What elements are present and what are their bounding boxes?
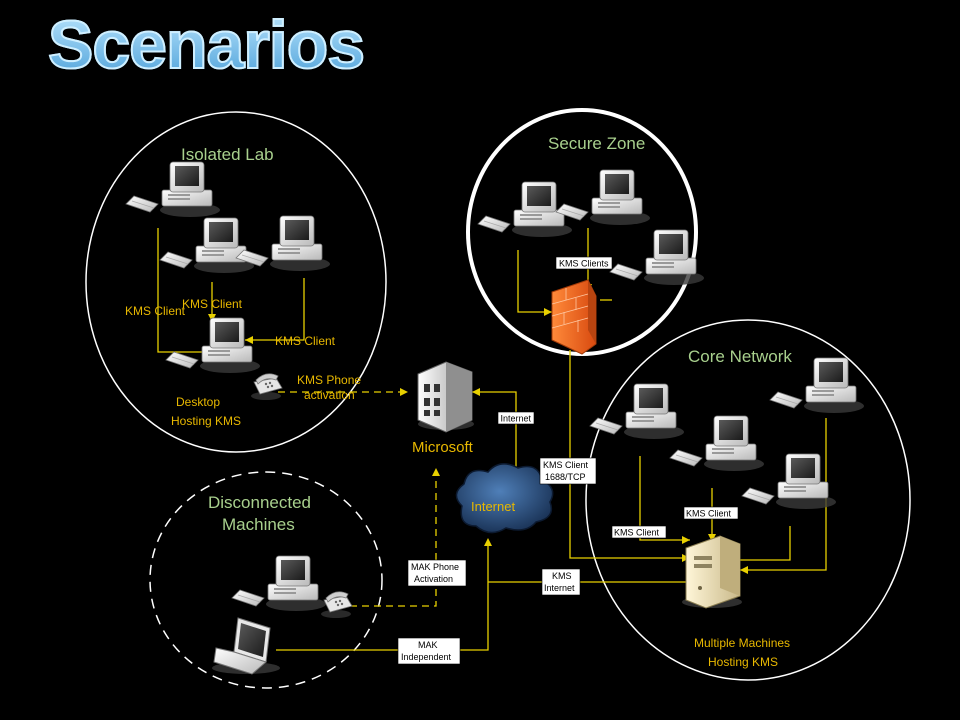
desktop-computer-icon [165,317,261,374]
box-core-kms-client-left-text: KMS Client [614,528,660,538]
connectors [157,228,827,651]
desktop-computer-icon [125,161,221,218]
connector-core-left [639,456,690,541]
box-mak-phone-activation [407,559,467,587]
page-title-overlay: Scenarios [47,6,366,84]
desktop-computer-icon [555,169,651,226]
desktop-computer-icon [589,383,685,440]
disconnected-machines-zone [149,471,383,689]
label-microsoft: Microsoft [412,439,474,456]
disconnected-machines-title: Disconnected Machines [208,493,316,534]
laptop-icon [212,617,280,675]
core-network-title: Core Network [688,347,792,366]
box-internet-text: Internet [501,414,532,424]
box-kms-client-tcp-text: KMS Client 1688/TCP [543,460,591,482]
label-kms-client-right: KMS Client [275,334,336,348]
desktop-computer-icon [669,415,765,472]
cloud-icon [455,463,554,534]
connector-firewall-to-core [569,350,690,559]
tower-server-icon [682,535,742,609]
desktop-computer-icon [231,555,327,612]
server-building-icon [417,361,474,433]
label-kms-client-left: KMS Client [125,304,186,318]
connector-secure-left [517,250,552,313]
desktop-computer-icon [609,229,705,286]
label-kms-client-top: KMS Client [182,297,243,311]
label-desktop-hosting-kms: Desktop Hosting KMS [171,395,241,428]
connector-core-right2 [740,526,791,561]
box-mak-independent-text: MAK Independent [401,640,452,662]
label-multiple-machines-hosting-kms: Multiple Machines Hosting KMS [694,636,793,669]
telephone-icon [250,373,283,401]
label-kms-phone-activation: KMS Phone activation [297,373,364,402]
box-kms-clients [555,256,613,270]
desktop-computer-icon [235,215,331,272]
connector-mak-phone [350,470,437,607]
box-kms-client-tcp [539,457,597,485]
box-kms-internet-text: KMS Internet [544,571,575,593]
box-kms-clients-text: KMS Clients [559,259,609,269]
box-core-kms-client-right [683,506,739,520]
secure-zone-title: Secure Zone [548,134,645,153]
box-mak-phone-activation-text: MAK Phone Activation [411,562,462,584]
connector-mak-independent [276,540,489,651]
desktop-computer-icon [477,181,573,238]
box-core-kms-client-left [611,525,667,539]
core-network-zone [585,319,911,681]
box-internet [497,411,535,425]
isolated-lab-zone [85,111,387,453]
box-kms-internet [541,568,581,596]
isolated-lab-title: Isolated Lab [181,145,274,164]
connector-lab-right [245,278,305,341]
connector-lab-left [157,228,212,353]
connector-core-right [740,418,827,571]
firewall-icon [551,279,597,355]
label-internet-cloud: Internet [471,499,515,514]
connector-firewall-to-microsoft [472,391,517,472]
box-mak-independent [397,637,461,665]
desktop-computer-icon [769,357,865,414]
desktop-computer-icon [159,217,255,274]
box-core-kms-client-right-text: KMS Client [686,509,732,519]
